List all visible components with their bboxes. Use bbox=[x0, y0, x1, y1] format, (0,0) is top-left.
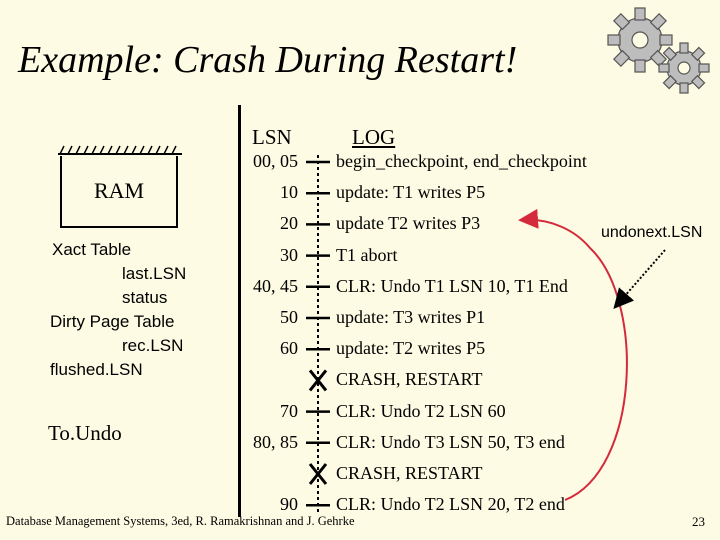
footer: Database Management Systems, 3ed, R. Ram… bbox=[6, 514, 355, 528]
log-lsn: 00, 05 bbox=[253, 151, 298, 171]
ram-hatch bbox=[58, 145, 182, 155]
log-lsn: 20 bbox=[280, 213, 298, 234]
log-record-text: begin_checkpoint, end_checkpoint bbox=[336, 151, 587, 171]
crash-cross-icon bbox=[308, 369, 328, 392]
log-record-text: CLR: Undo T1 LSN 10, T1 End bbox=[336, 275, 568, 296]
log-record-text: CRASH, RESTART bbox=[336, 463, 483, 483]
dirty-page-table-label: Dirty Page Table bbox=[50, 312, 175, 331]
log-lsn: 90 bbox=[280, 494, 298, 515]
log-record-text: CLR: Undo T2 LSN 20, T2 end bbox=[336, 494, 565, 515]
undo-arrow-lower bbox=[564, 247, 628, 501]
log-column-header: LOG bbox=[352, 125, 396, 149]
log-record-text: update: T1 writes P5 bbox=[336, 182, 486, 203]
log-lsn: 80, 85 bbox=[253, 431, 298, 452]
rec-lsn-label: rec.LSN bbox=[122, 336, 184, 355]
log-lsn: 60 bbox=[280, 338, 298, 359]
log-record-text: CRASH, RESTART bbox=[336, 369, 483, 390]
log-lsn: 70 bbox=[280, 400, 298, 421]
log-record-text: update T2 writes P3 bbox=[336, 213, 481, 234]
todo-label: To.Undo bbox=[48, 421, 122, 445]
log-record-text: update: T2 writes P5 bbox=[336, 338, 486, 359]
column-divider bbox=[238, 105, 241, 517]
lsn-column-header: LSN bbox=[252, 125, 292, 149]
last-lsn-label: last.LSN bbox=[122, 264, 187, 283]
xact-table-label: Xact Table bbox=[52, 240, 132, 259]
log-lsn: 50 bbox=[280, 307, 298, 327]
undo-arrow-upper bbox=[518, 208, 591, 249]
ram-box bbox=[60, 156, 178, 228]
log-record-text: T1 abort bbox=[336, 244, 398, 265]
slide-title: Example: Crash During Restart! bbox=[18, 39, 518, 81]
status-label: status bbox=[122, 288, 168, 307]
undonext-pointer-arrow bbox=[613, 249, 666, 310]
log-lsn: 40, 45 bbox=[253, 275, 298, 296]
page-number: 23 bbox=[692, 514, 705, 529]
log-record-text: CLR: Undo T3 LSN 50, T3 end bbox=[336, 431, 565, 452]
flushed-lsn-label: flushed.LSN bbox=[50, 360, 143, 379]
log-lsn: 10 bbox=[280, 182, 298, 203]
gears-icon bbox=[607, 7, 710, 94]
log-lsn: 30 bbox=[280, 244, 298, 265]
log-record-text: CLR: Undo T2 LSN 60 bbox=[336, 400, 506, 421]
log-record-text: update: T3 writes P1 bbox=[336, 307, 486, 327]
ram-label: RAM bbox=[93, 178, 145, 203]
crash-cross-icon bbox=[308, 463, 328, 485]
undonext-lsn-label: undonext.LSN bbox=[601, 224, 703, 241]
